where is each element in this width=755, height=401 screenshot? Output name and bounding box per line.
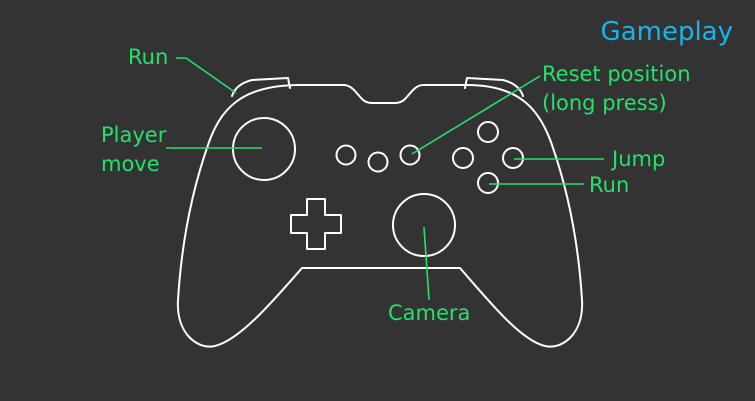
right-stick-outline xyxy=(392,193,456,257)
reset-position-label-line2: (long press) xyxy=(542,91,667,115)
player-move-label-line2: move xyxy=(101,152,160,176)
camera-label: Camera xyxy=(388,301,470,325)
face-button-top-outline xyxy=(477,121,499,143)
left-bumper-outline xyxy=(231,77,291,97)
dpad-outline xyxy=(290,198,342,250)
run-shoulder-leader-line xyxy=(176,57,237,94)
menu-button-outline xyxy=(399,144,421,166)
face-button-bottom-outline xyxy=(477,172,499,194)
reset-position-leader-line xyxy=(411,75,541,155)
face-button-right-outline xyxy=(502,147,524,169)
camera-leader-line xyxy=(423,226,430,301)
reset-position-label-line1: Reset position xyxy=(542,62,691,86)
right-bumper-outline xyxy=(464,77,524,97)
home-button-outline xyxy=(367,151,389,173)
gameplay-title: Gameplay xyxy=(601,17,733,47)
player-move-label-line1: Player xyxy=(101,123,167,147)
face-button-left-outline xyxy=(452,147,474,169)
controller-body-outline xyxy=(176,84,584,348)
run-button-label: Run xyxy=(589,173,629,197)
jump-label: Jump xyxy=(610,147,665,171)
view-button-outline xyxy=(335,144,357,166)
run-shoulder-label: Run xyxy=(128,45,168,69)
left-stick-outline xyxy=(232,117,296,181)
